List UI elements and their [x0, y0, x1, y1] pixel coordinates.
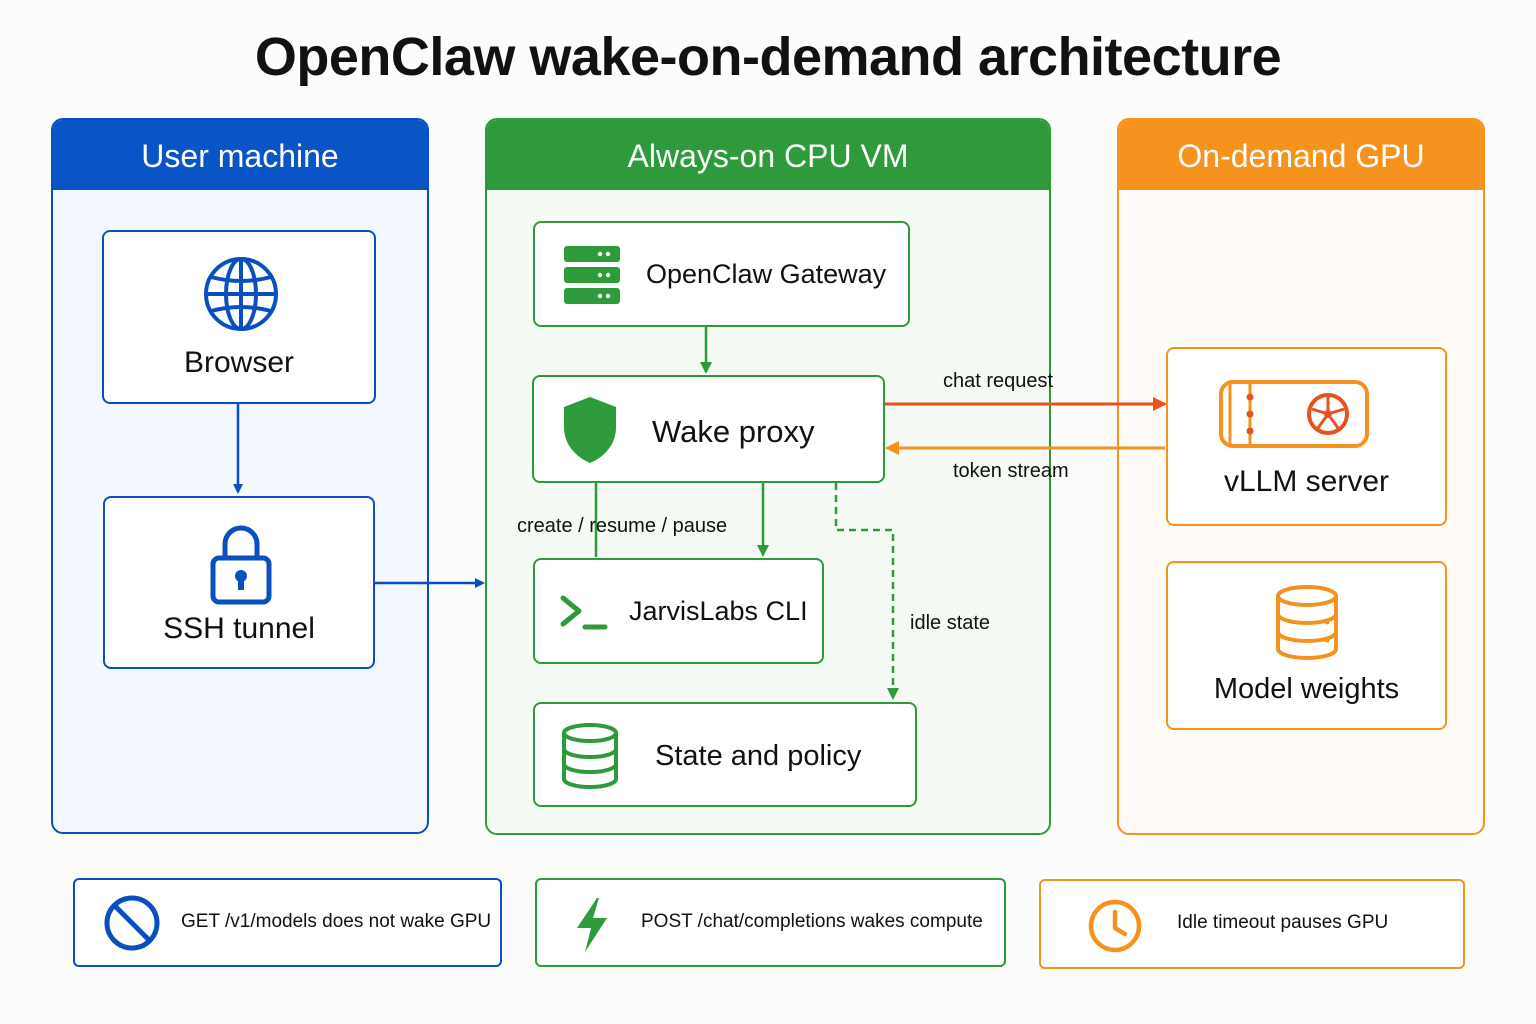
idle-state-label: idle state: [910, 612, 991, 634]
lightning-icon: [577, 898, 607, 952]
gpu-header: On-demand GPU: [1119, 120, 1483, 190]
browser-node: Browser: [102, 230, 376, 404]
gateway-label: OpenClaw Gateway: [646, 259, 887, 289]
clock-icon: [1088, 899, 1142, 953]
gateway-node: OpenClaw Gateway: [533, 221, 910, 327]
state-policy-label: State and policy: [655, 740, 862, 772]
note-idle-timeout: Idle timeout pauses GPU: [1039, 879, 1465, 969]
shield-icon: [564, 397, 616, 463]
user-machine-header: User machine: [53, 120, 427, 190]
note-models-text: GET /v1/models does not wake GPU: [181, 911, 492, 932]
lock-icon: [210, 525, 272, 605]
no-entry-icon: [104, 895, 160, 951]
note-idle-text: Idle timeout pauses GPU: [1177, 912, 1389, 933]
ssh-tunnel-label: SSH tunnel: [163, 612, 315, 645]
server-icon: [564, 246, 620, 304]
browser-label: Browser: [183, 346, 295, 379]
note-chat-wakes: POST /chat/completions wakes compute: [535, 878, 1006, 967]
gpu-card-icon: [1219, 380, 1369, 448]
cpu-vm-header: Always-on CPU VM: [487, 120, 1049, 190]
arrow-idle-state: [834, 483, 899, 700]
globe-icon: [204, 257, 278, 331]
database-icon: [1276, 585, 1338, 660]
wake-proxy-label: Wake proxy: [652, 414, 815, 449]
token-stream-label: token stream: [953, 460, 1069, 482]
chat-request-label: chat request: [943, 370, 1054, 392]
database-icon: [562, 723, 618, 789]
vllm-server-node: vLLM server: [1166, 347, 1447, 526]
terminal-icon: [560, 595, 608, 630]
model-weights-label: Model weights: [1213, 673, 1400, 705]
jarvislabs-cli-node: JarvisLabs CLI: [533, 558, 824, 664]
page-title: OpenClaw wake-on-demand architecture: [254, 27, 1282, 87]
wake-proxy-node: Wake proxy: [532, 375, 885, 483]
create-resume-pause-label: create / resume / pause: [517, 515, 728, 537]
jarvislabs-cli-label: JarvisLabs CLI: [629, 596, 808, 626]
vllm-server-label: vLLM server: [1223, 465, 1390, 498]
ssh-tunnel-node: SSH tunnel: [103, 496, 375, 669]
model-weights-node: Model weights: [1166, 561, 1447, 730]
note-models-no-wake: GET /v1/models does not wake GPU: [73, 878, 502, 967]
state-policy-node: State and policy: [533, 702, 917, 807]
note-chat-text: POST /chat/completions wakes compute: [641, 911, 983, 932]
